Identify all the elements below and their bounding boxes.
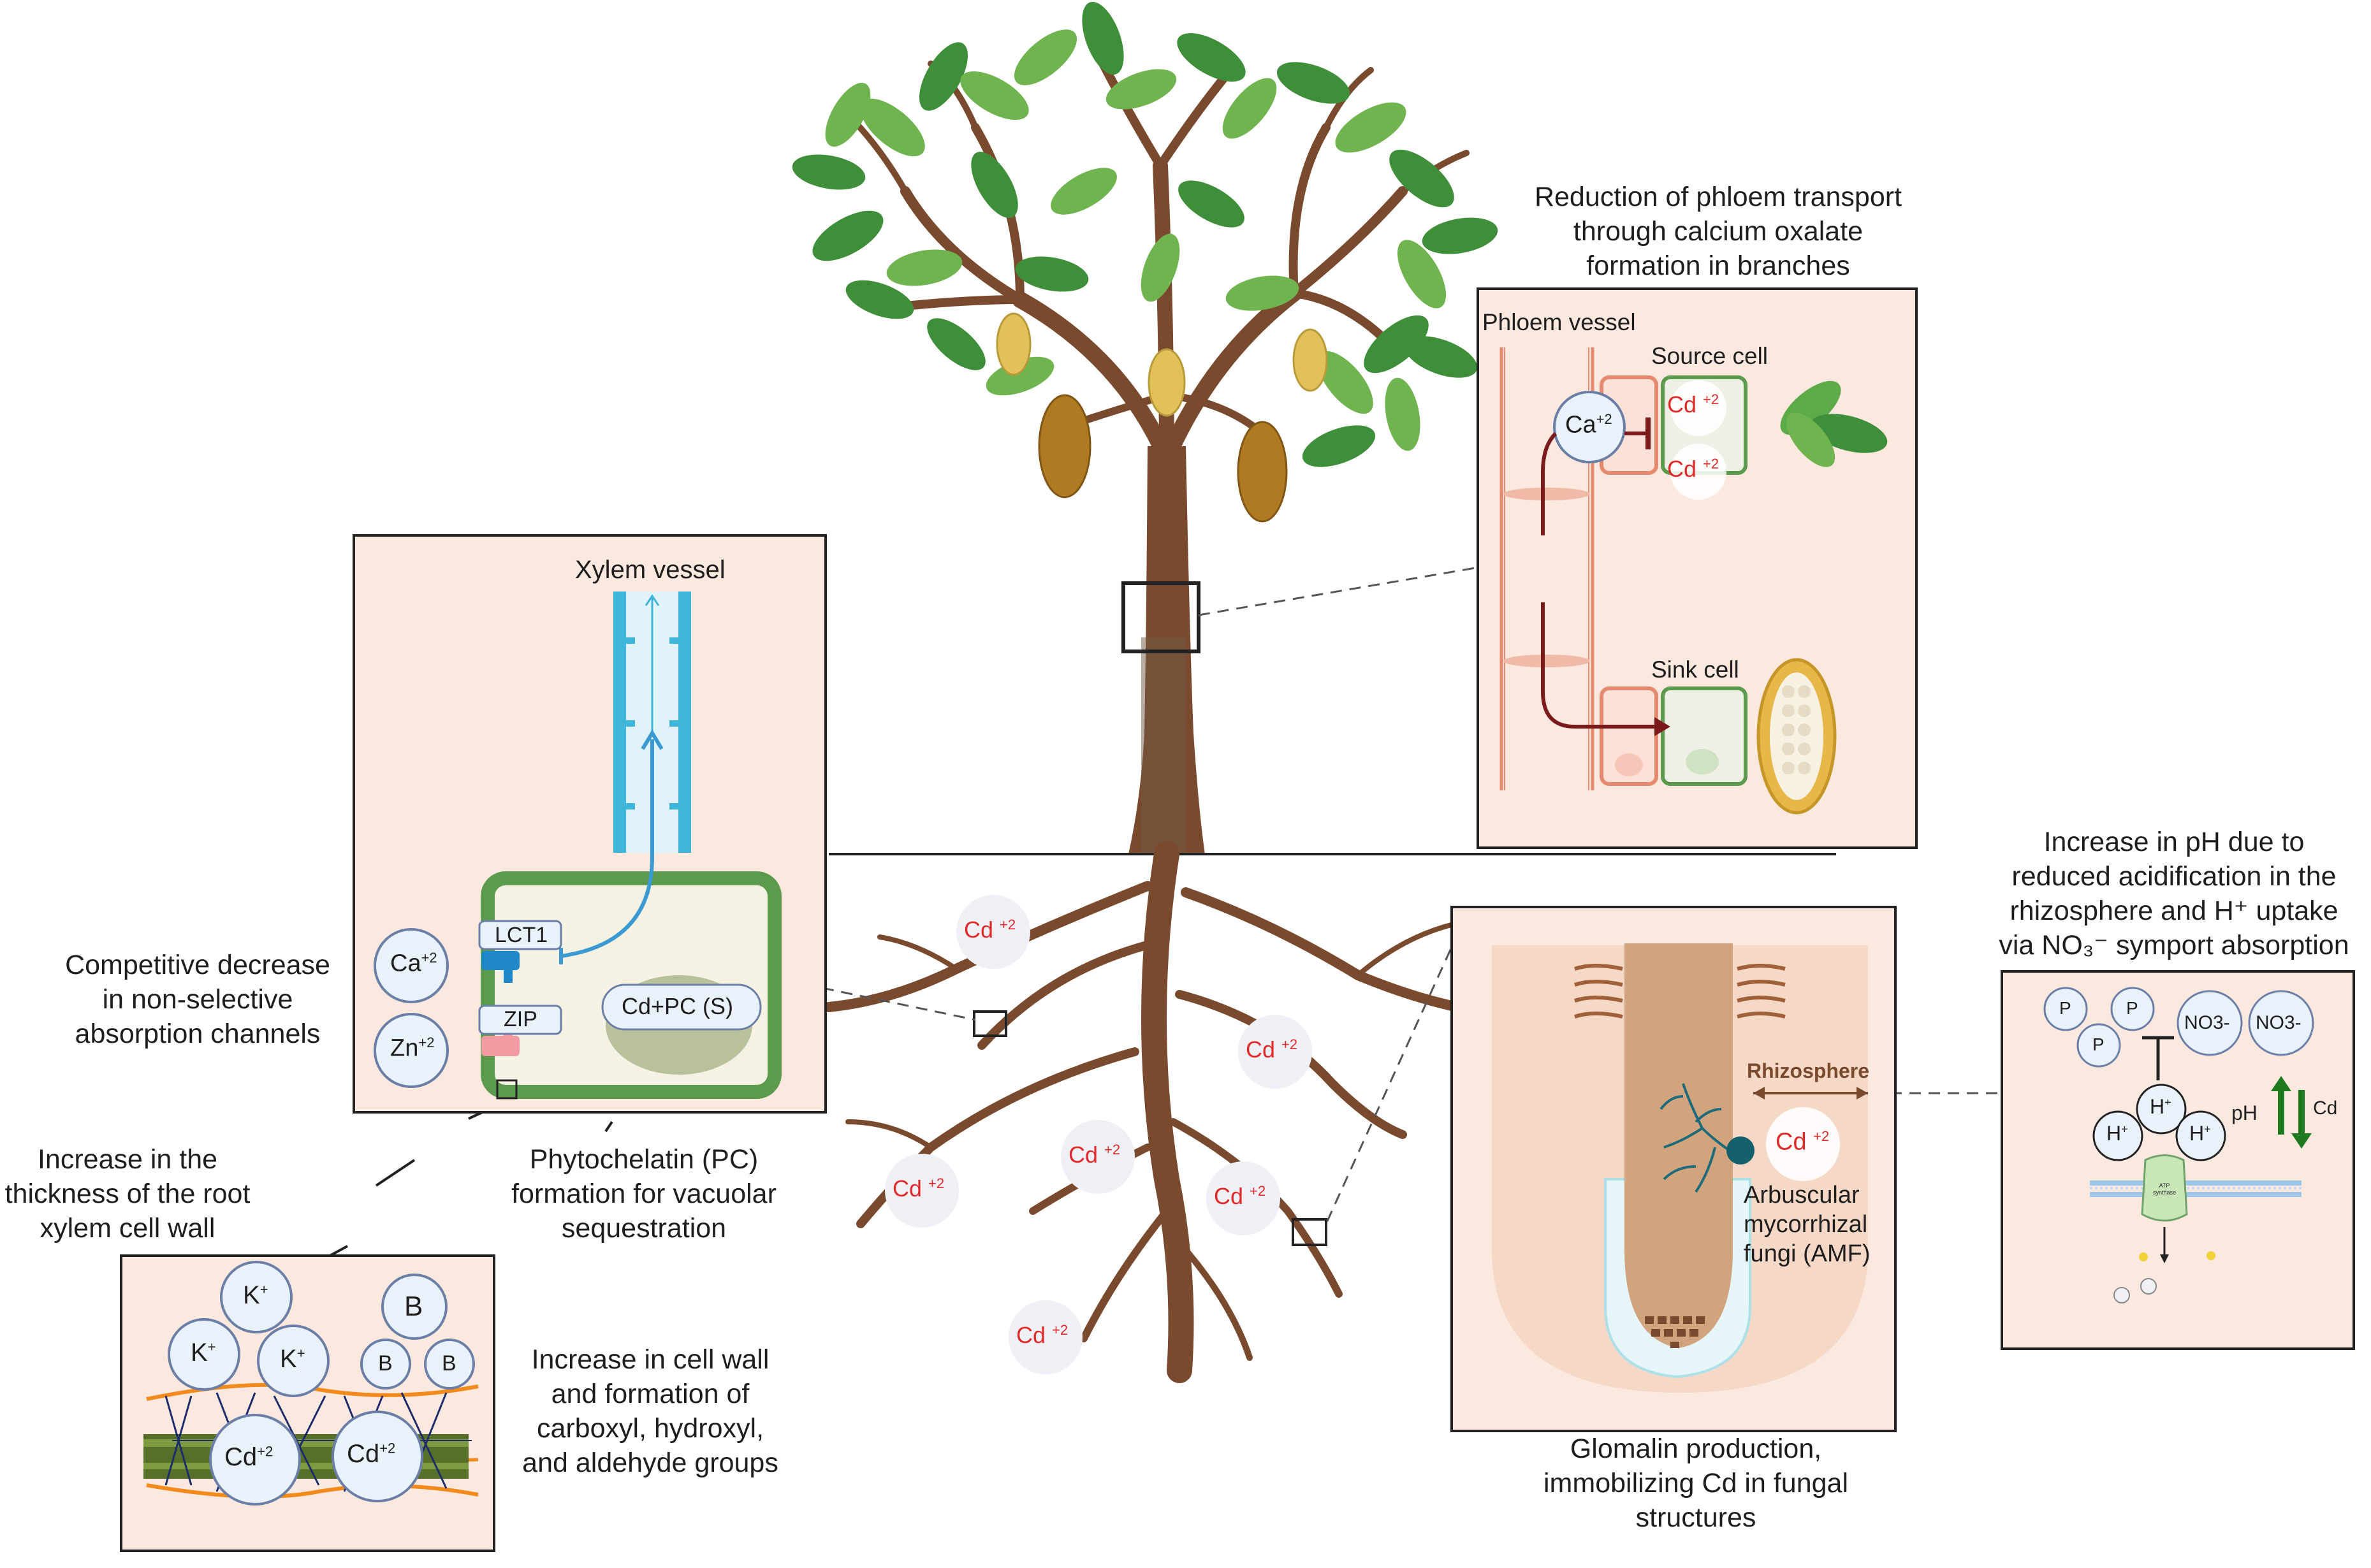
zip-channel-label: ZIP	[504, 1007, 537, 1031]
phosphate-ion-1: P	[2059, 998, 2071, 1018]
glomalin-label: Glomalin production, immobilizing Cd in …	[1543, 1434, 1848, 1533]
phosphate-ion-2: P	[2126, 998, 2138, 1018]
cell-wall-groups-label: Increase in cell wall and formation of c…	[522, 1344, 778, 1478]
boron-ion-1: B	[404, 1291, 423, 1322]
mycorrhiza-panel	[1450, 906, 1897, 1432]
soil-cd-ion-2: Cd +2	[1246, 1036, 1298, 1063]
ph-label: pH	[2231, 1101, 2258, 1124]
soil-cd-ion-1: Cd +2	[964, 917, 1016, 943]
source-cell-label: Source cell	[1651, 343, 1769, 369]
phloem-cd-ion-2: Cd +2	[1667, 456, 1719, 482]
amf-label: Arbuscular mycorrhizal fungi (AMF)	[1744, 1182, 1871, 1267]
soil-cd-ions	[885, 895, 1312, 1374]
soil-cd-ion-5: Cd +2	[893, 1175, 945, 1201]
nitrate-ion-2: NO3-	[2256, 1012, 2302, 1033]
ph-panel	[2001, 970, 2355, 1350]
xylem-ca-ion: Ca+2	[390, 950, 437, 977]
trunk-bark-shade	[1141, 637, 1186, 854]
sink-cell-label: Sink cell	[1651, 657, 1739, 683]
boron-ion-2: B	[378, 1351, 393, 1376]
soil-cd-ion-6: Cd +2	[1016, 1322, 1069, 1348]
sink-cacao-pod-icon	[1756, 658, 1837, 815]
cell-wall-cd-ion-1: Cd+2	[224, 1443, 274, 1471]
xylem-panel	[353, 534, 827, 1114]
proton-2: H+	[2106, 1122, 2128, 1145]
proton-3: H+	[2189, 1122, 2211, 1145]
phosphate-ion-3: P	[2092, 1034, 2105, 1054]
root-zoom-marker-1	[973, 1010, 1007, 1037]
phloem-cd-ion-1: Cd +2	[1667, 391, 1719, 417]
atp-synthase-label: ATP synthase	[2152, 1182, 2177, 1196]
competitive-decrease-label: Competitive decrease in non-selective ab…	[65, 950, 330, 1049]
boron-ion-3: B	[442, 1351, 456, 1376]
rhizosphere-label: Rhizosphere	[1747, 1059, 1870, 1082]
phytochelatin-label: Phytochelatin (PC) formation for vacuola…	[511, 1144, 777, 1244]
nitrate-ion-1: NO3-	[2184, 1012, 2230, 1033]
phloem-ca-ion: Ca+2	[1565, 411, 1612, 439]
phloem-reduction-label: Reduction of phloem transport through ca…	[1534, 182, 1902, 281]
soil-cd-ion-4: Cd +2	[1214, 1183, 1266, 1209]
cd-pc-complex-label: Cd+PC (S)	[622, 993, 734, 1019]
trunk-zoom-marker	[1121, 581, 1200, 653]
potassium-ion-2: K+	[191, 1339, 216, 1367]
tree-leaves	[792, 1, 1498, 467]
potassium-ion-3: K+	[280, 1345, 305, 1373]
source-leaf-icon	[1780, 381, 1888, 467]
lct1-channel-label: LCT1	[495, 923, 548, 947]
root-wall-label: Increase in the thickness of the root xy…	[4, 1144, 251, 1244]
root-zoom-marker-2	[1292, 1218, 1327, 1246]
phloem-panel	[1477, 287, 1918, 849]
cell-wall-cd-ion-2: Cd+2	[347, 1440, 396, 1468]
root-system	[824, 841, 1503, 1383]
ph-cd-label: Cd	[2313, 1098, 2338, 1119]
lipid-membrane	[2090, 1180, 2302, 1197]
soil-cd-ion-3: Cd +2	[1069, 1142, 1121, 1168]
cacao-pods	[996, 312, 1328, 523]
potassium-ion-1: K+	[243, 1281, 268, 1309]
cell-wall-panel	[120, 1254, 495, 1552]
phloem-vessel-label: Phloem vessel	[1482, 309, 1636, 335]
xylem-vessel-label: Xylem vessel	[575, 556, 726, 584]
proton-1: H+	[2150, 1095, 2171, 1118]
cacao-tree	[792, 1, 1498, 854]
rhizosphere-cd-ion: Cd +2	[1776, 1128, 1830, 1156]
ph-increase-label: Increase in pH due to reduced acidificat…	[1999, 827, 2349, 961]
xylem-zn-ion: Zn+2	[390, 1034, 435, 1062]
